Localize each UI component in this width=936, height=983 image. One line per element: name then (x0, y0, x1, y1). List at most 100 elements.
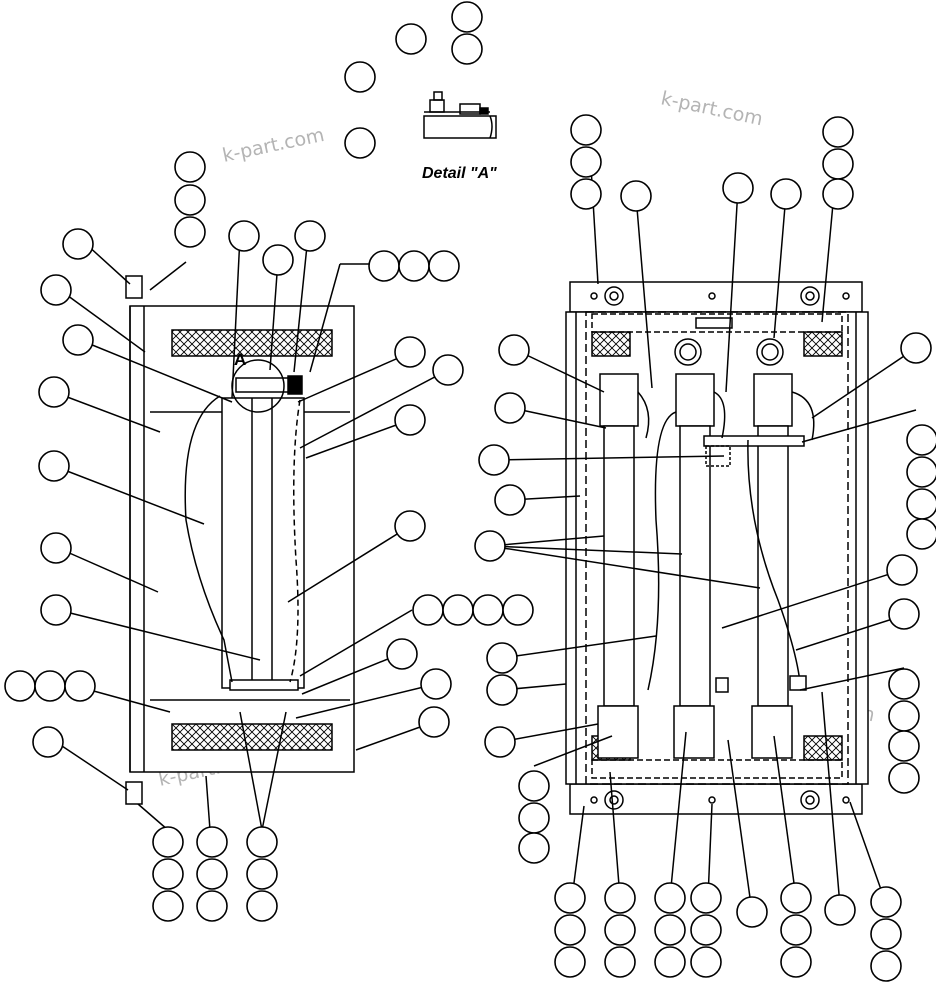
callout-balloon (900, 332, 932, 364)
detail-a-view (423, 91, 497, 139)
callout-balloon (870, 950, 902, 982)
callout-balloon (824, 894, 856, 926)
callout-balloon (451, 33, 483, 65)
callout-balloon (62, 228, 94, 260)
callout-balloon (486, 674, 518, 706)
callout-balloon (620, 180, 652, 212)
watermark-text: k-part.com (659, 87, 765, 130)
callout-balloon (412, 594, 444, 626)
callout-balloon (174, 216, 206, 248)
callout-balloon (394, 510, 426, 542)
callout-balloon (152, 858, 184, 890)
callout-balloon (368, 250, 400, 282)
callout-balloon (494, 392, 526, 424)
callout-balloon (294, 220, 326, 252)
callout-balloon (34, 670, 66, 702)
callout-balloon (494, 484, 526, 516)
callout-balloon (40, 532, 72, 564)
callout-balloon (906, 456, 936, 488)
callout-balloon (498, 334, 530, 366)
callout-balloon (152, 826, 184, 858)
callout-balloon (196, 826, 228, 858)
callout-balloon (780, 914, 812, 946)
detail-a-marker: A (234, 350, 246, 369)
callout-balloon (344, 61, 376, 93)
callout-balloon (770, 178, 802, 210)
callout-balloon (174, 151, 206, 183)
callout-balloon (418, 706, 450, 738)
callout-balloon (822, 116, 854, 148)
callout-balloon (518, 832, 550, 864)
callout-balloon (570, 178, 602, 210)
callout-balloon (228, 220, 260, 252)
watermark-text: k-part.com (220, 124, 326, 167)
callout-balloon (196, 858, 228, 890)
callout-balloon (394, 404, 426, 436)
callout-balloon (604, 882, 636, 914)
callout-balloon (906, 518, 936, 550)
callout-balloon (690, 882, 722, 914)
callout-balloon (570, 146, 602, 178)
callout-balloon (394, 336, 426, 368)
callout-balloon (554, 914, 586, 946)
callout-balloon (654, 946, 686, 978)
callout-balloon (398, 250, 430, 282)
callout-balloon (906, 488, 936, 520)
callout-balloon (870, 918, 902, 950)
callout-balloon (395, 23, 427, 55)
callout-balloon (32, 726, 64, 758)
callout-balloon (174, 184, 206, 216)
callout-balloons (4, 1, 936, 982)
callout-balloon (442, 594, 474, 626)
callout-balloon (38, 376, 70, 408)
callout-balloon (152, 890, 184, 922)
callout-balloon (4, 670, 36, 702)
callout-balloon (690, 914, 722, 946)
callout-balloon (196, 890, 228, 922)
callout-balloon (246, 826, 278, 858)
callout-balloon (451, 1, 483, 33)
callout-balloon (386, 638, 418, 670)
callout-balloon (64, 670, 96, 702)
front-view-assembly (489, 149, 917, 913)
callout-balloon (38, 450, 70, 482)
callout-balloon (502, 594, 534, 626)
callout-balloon (888, 762, 920, 794)
callout-balloon (690, 946, 722, 978)
callout-balloon (888, 668, 920, 700)
callout-balloon (246, 890, 278, 922)
callout-balloon (654, 914, 686, 946)
callout-balloon (822, 148, 854, 180)
callout-balloon (484, 726, 516, 758)
callout-balloon (344, 127, 376, 159)
callout-balloon (722, 172, 754, 204)
callout-balloon (518, 802, 550, 834)
callout-balloon (604, 914, 636, 946)
callout-balloon (870, 886, 902, 918)
callout-balloon (906, 424, 936, 456)
callout-balloon (654, 882, 686, 914)
callout-balloon (62, 324, 94, 356)
callout-balloon (888, 598, 920, 630)
callout-balloon (888, 730, 920, 762)
callout-balloon (570, 114, 602, 146)
callout-balloon (474, 530, 506, 562)
callout-balloon (432, 354, 464, 386)
callout-balloon (486, 642, 518, 674)
callout-balloon (780, 882, 812, 914)
callout-balloon (40, 274, 72, 306)
callout-balloon (518, 770, 550, 802)
callout-balloon (822, 178, 854, 210)
callout-balloon (780, 946, 812, 978)
callout-balloon (736, 896, 768, 928)
side-view-assembly (53, 235, 449, 831)
callout-balloon (262, 244, 294, 276)
detail-a-label: Detail "A" (422, 165, 497, 182)
callout-balloon (420, 668, 452, 700)
callout-balloon (886, 554, 918, 586)
callout-balloon (478, 444, 510, 476)
callout-balloon (40, 594, 72, 626)
callout-balloon (428, 250, 460, 282)
callout-balloon (604, 946, 636, 978)
